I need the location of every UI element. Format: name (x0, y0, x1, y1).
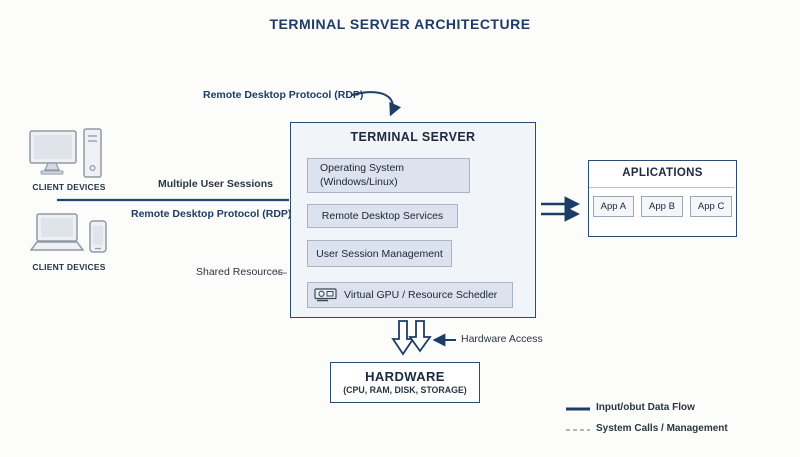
user-session-management-label: User Session Management (316, 247, 443, 260)
client-devices-label-2: CLIENT DEVICES (32, 262, 106, 272)
applications-row: App A App B App C (588, 196, 737, 217)
operating-system-box: Operating System (Windows/Linux) (307, 158, 470, 193)
virtual-gpu-box: Virtual GPU / Resource Schedler (307, 282, 513, 308)
multiple-user-sessions-label: Multiple User Sessions (158, 178, 273, 190)
user-session-management-box: User Session Management (307, 240, 452, 267)
server-to-hardware-hollow-arrow-1 (391, 320, 415, 356)
desktop-computer-icon (28, 128, 108, 185)
rdp-top-label: Remote Desktop Protocol (RDP) (203, 89, 364, 101)
legend-data-flow-label: Input/obut Data Flow (596, 402, 695, 413)
app-b-box: App B (641, 196, 683, 217)
remote-desktop-services-box: Remote Desktop Services (307, 204, 458, 228)
page-title: TERMINAL SERVER ARCHITECTURE (269, 16, 531, 32)
remote-desktop-services-label: Remote Desktop Services (321, 210, 444, 222)
rdp-connection-label: Remote Desktop Protocol (RDP) (131, 208, 292, 220)
shared-resources-label: Shared Resources (196, 266, 283, 278)
hardware-title: HARDWARE (365, 369, 445, 385)
gpu-card-icon (314, 287, 338, 304)
client-devices-label-1: CLIENT DEVICES (32, 182, 106, 192)
operating-system-line1: Operating System (320, 162, 405, 175)
laptop-phone-icon (29, 212, 110, 265)
hardware-box: HARDWARE (CPU, RAM, DISK, STORAGE) (330, 362, 480, 403)
applications-divider (589, 187, 735, 188)
operating-system-line2: (Windows/Linux) (320, 175, 398, 188)
virtual-gpu-label: Virtual GPU / Resource Schedler (344, 289, 498, 301)
app-c-box: App C (689, 196, 733, 217)
app-a-box: App A (592, 196, 635, 217)
legend-system-calls-label: System Calls / Management (596, 423, 728, 434)
hardware-access-label: Hardware Access (461, 333, 543, 345)
applications-title: APLICATIONS (622, 167, 703, 179)
hardware-subtitle: (CPU, RAM, DISK, STORAGE) (343, 384, 467, 395)
server-to-hardware-hollow-arrow-2 (408, 320, 432, 353)
terminal-server-title: TERMINAL SERVER (350, 130, 476, 144)
